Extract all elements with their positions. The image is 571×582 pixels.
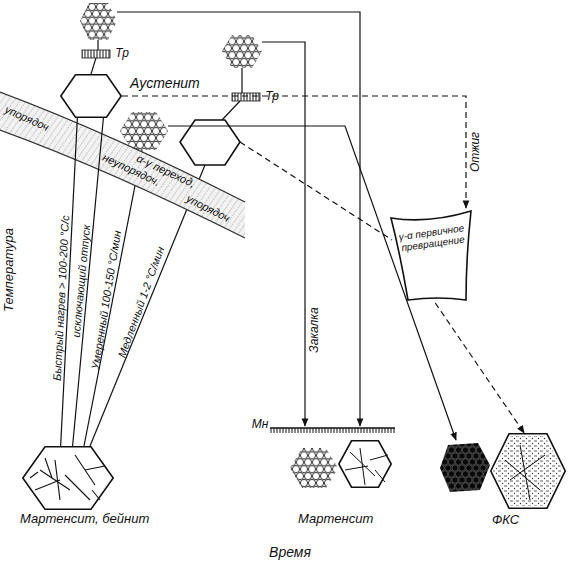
- grain-cluster: [222, 35, 262, 68]
- link-line: [97, 40, 98, 50]
- hexagon: [339, 441, 391, 487]
- node-text: Мартенсит: [298, 512, 373, 526]
- transition-band: упорядочα-γ переход,неупорядоч.упорядоч: [0, 85, 252, 245]
- heating-line: [84, 150, 142, 446]
- fks-structure: [505, 445, 545, 500]
- martensite-bainite-grain-outline: [22, 446, 114, 510]
- axis-title: Время: [269, 545, 311, 560]
- ms-hatch: [270, 428, 395, 433]
- band-fill: [0, 92, 245, 238]
- tr-symbol: [82, 50, 110, 58]
- grain-cluster: [290, 448, 338, 488]
- dark-grain-cluster: [440, 443, 490, 492]
- node-text: ФКС: [492, 513, 519, 527]
- node-text: Мартенсит, бейнит: [20, 512, 149, 526]
- edge-label: Быстрый нагрев > 100-200 °С/с: [51, 215, 72, 381]
- transformation-region-outline: [388, 208, 474, 303]
- tr-label: Тр: [265, 90, 279, 103]
- node-text: Аустенит: [130, 76, 200, 91]
- band-edge: [0, 130, 245, 238]
- edge-label: исключающий отпуск: [70, 224, 93, 338]
- austenite-grain-outline: [60, 74, 122, 118]
- austenite-grain: Аустенит: [60, 74, 122, 118]
- link-line: [222, 101, 240, 120]
- transformation-region: γ-α первичное превращение: [388, 208, 474, 303]
- tr-symbol: [232, 93, 260, 101]
- hexagon: [491, 434, 565, 508]
- martensite-needles: [30, 455, 105, 500]
- hexagon: [61, 75, 121, 117]
- fks-grain-outline: [490, 433, 566, 509]
- tr-label: Тр: [115, 47, 129, 60]
- austenite-grain: [180, 120, 240, 165]
- edge-label: Отжиг: [469, 132, 482, 172]
- ms-label: Мн: [252, 418, 269, 431]
- link-line: [91, 58, 96, 74]
- martensite-bainite-grain: Мартенсит, бейнит: [22, 446, 114, 510]
- martensite-grain: Мартенсит: [338, 440, 392, 488]
- region-outline: [391, 211, 471, 300]
- axis-title: Температура: [2, 228, 16, 312]
- fks-grain: ФКС: [490, 433, 566, 509]
- transform-line: [240, 142, 392, 240]
- grain-cluster: [80, 3, 117, 40]
- process-line: [435, 303, 524, 433]
- rate-label: Медленный 1-2 °С/мин: [116, 245, 167, 359]
- hexagon: [23, 447, 113, 509]
- quench-line: [262, 42, 305, 426]
- process-label: Закалка: [308, 307, 321, 352]
- martensite-grain-outline: [338, 440, 392, 488]
- process-line: [122, 96, 466, 208]
- martensite-needles: [345, 448, 388, 485]
- link-line: [241, 68, 242, 93]
- band-edge: [0, 92, 245, 202]
